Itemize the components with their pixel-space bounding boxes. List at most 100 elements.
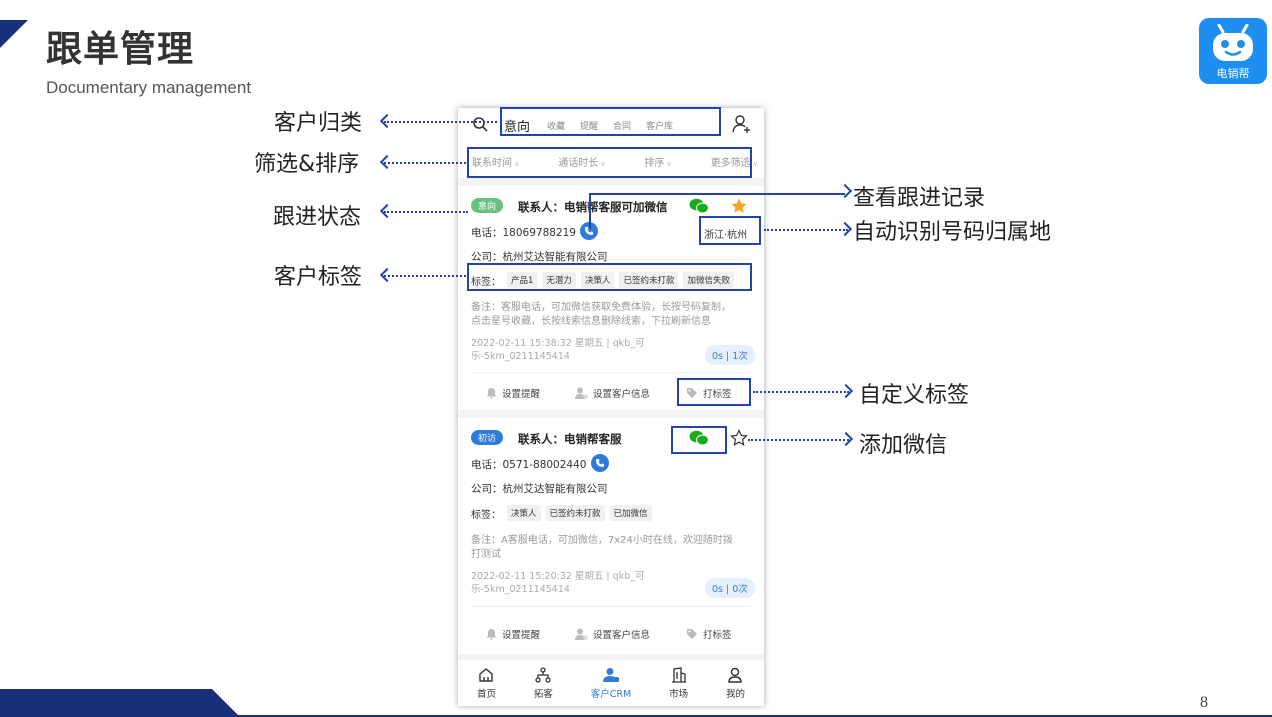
add-tag-button[interactable]: 打标签 — [686, 627, 732, 641]
tag-icon — [687, 388, 697, 398]
note-text: 备注：客服电话，可加微信获取免费体验，长按号码复制， 点击星号收藏，长按线索信息… — [471, 301, 753, 329]
filter-contact-time[interactable]: 联系时间 — [472, 154, 519, 169]
brand-logo: 电销帮 — [1199, 18, 1267, 84]
note-line: 点击星号收藏，长按线索信息删除线索，下拉刷新信息 — [471, 316, 711, 327]
nav-crm[interactable]: 客户CRM — [591, 667, 631, 700]
set-reminder-button[interactable]: 设置提醒 — [486, 386, 540, 400]
phone-mockup: 意向 收藏 提醒 合同 客户库 联系时间 通话时长 排序 更多筛选 意向 联系人… — [458, 108, 764, 706]
robot-logo-icon — [1213, 24, 1253, 61]
filter-call-duration[interactable]: 通话时长 — [558, 154, 605, 169]
arrow-add-wechat — [748, 439, 849, 441]
highlight-location — [699, 216, 761, 245]
follow-up-count[interactable]: 0s | 1次 — [705, 345, 755, 365]
tags-row: 标签： 产品1 无潜力 决策人 已签约未打款 加微信失败 — [471, 272, 739, 288]
label-filter-sort: 筛选&排序 — [254, 152, 360, 177]
nav-label: 拓客 — [533, 688, 553, 700]
user-info-icon — [575, 387, 588, 399]
label-follow-status: 跟进状态 — [273, 205, 362, 230]
arrow-follow-status — [384, 211, 468, 213]
add-tag-button[interactable]: 打标签 — [686, 386, 732, 400]
set-reminder-button[interactable]: 设置提醒 — [486, 627, 540, 641]
label-customer-category: 客户归类 — [274, 111, 363, 136]
status-badge: 初访 — [471, 430, 504, 445]
label-add-wechat: 添加微信 — [859, 433, 948, 458]
highlight-wechat — [671, 426, 727, 454]
nav-home[interactable]: 首页 — [477, 667, 496, 700]
highlight-filters — [467, 147, 752, 178]
nav-label: 我的 — [725, 688, 745, 700]
arrow-custom-tags — [753, 391, 849, 393]
wechat-icon[interactable] — [689, 430, 709, 446]
nav-prospecting[interactable]: 拓客 — [533, 666, 553, 700]
tag: 决策人 — [580, 272, 615, 288]
arrow-location — [764, 229, 848, 231]
bell-icon — [486, 388, 497, 399]
tags-label: 标签： — [471, 276, 501, 288]
footer-line — [0, 715, 1272, 717]
tab-favorites[interactable]: 收藏 — [547, 121, 566, 132]
status-badge: 意向 — [471, 198, 504, 213]
set-customer-info-button[interactable]: 设置客户信息 — [575, 386, 650, 400]
call-icon[interactable] — [580, 222, 598, 240]
contact-name: 联系人：电销帮客服可加微信 — [518, 200, 668, 214]
add-user-icon[interactable] — [732, 114, 752, 134]
label-custom-tags: 自定义标签 — [859, 383, 970, 408]
customer-card[interactable]: 意向 联系人：电销帮客服可加微信 电话：18069788219 浙江·杭州 公司… — [458, 186, 764, 410]
company-name: 公司：杭州艾达智能有限公司 — [471, 251, 608, 263]
tag: 加微信失败 — [683, 272, 734, 288]
phone-header: 意向 收藏 提醒 合同 客户库 联系时间 通话时长 排序 更多筛选 — [458, 108, 764, 178]
tab-contracts[interactable]: 合同 — [613, 121, 632, 132]
filter-more[interactable]: 更多筛选 — [711, 154, 758, 169]
call-meta: 2022-02-11 15:20:32 星期五 | qkb_可 乐-5km_02… — [471, 570, 671, 596]
wechat-icon[interactable] — [689, 198, 709, 214]
meta-line: 2022-02-11 15:20:32 星期五 | qkb_可 — [471, 571, 645, 582]
nav-market[interactable]: 市场 — [669, 666, 688, 700]
logo-text: 电销帮 — [1216, 67, 1250, 80]
nav-me[interactable]: 我的 — [726, 667, 745, 700]
search-icon[interactable] — [472, 116, 488, 132]
phone-number[interactable]: 电话：0571-88002440 — [471, 459, 587, 471]
bottom-nav: 首页 拓客 客户CRM 市场 我的 — [458, 660, 764, 706]
arrow-follow-records — [836, 193, 848, 195]
filter-sort[interactable]: 排序 — [644, 154, 671, 169]
phone-location: 浙江·杭州 — [704, 230, 748, 241]
building-icon — [671, 666, 686, 683]
tag: 决策人 — [507, 505, 541, 521]
highlight-add-tag — [677, 378, 751, 406]
divider — [471, 372, 751, 373]
star-filled-icon[interactable] — [730, 197, 748, 215]
set-customer-info-button[interactable]: 设置客户信息 — [575, 627, 650, 641]
corner-decoration — [0, 20, 28, 48]
follow-up-count[interactable]: 0s | 0次 — [705, 578, 755, 598]
arrow-customer-category — [384, 121, 497, 123]
filter-bar: 联系时间 通话时长 排序 更多筛选 — [472, 154, 758, 169]
customer-card[interactable]: 初访 联系人：电销帮客服 电话：0571-88002440 公司：杭州艾达智能有… — [458, 418, 764, 654]
tag-icon — [687, 629, 697, 639]
highlight-tabs — [500, 107, 721, 136]
network-icon — [535, 666, 551, 683]
phone-number[interactable]: 电话：18069788219 — [471, 227, 576, 239]
highlight-tags — [467, 263, 752, 291]
star-outline-icon[interactable] — [730, 429, 748, 447]
tab-customer-pool[interactable]: 客户库 — [646, 121, 674, 132]
action-label: 设置提醒 — [502, 389, 541, 400]
tab-reminders[interactable]: 提醒 — [580, 121, 599, 132]
tag: 无潜力 — [542, 272, 576, 288]
bell-icon — [486, 629, 497, 640]
user-info-icon — [575, 628, 588, 640]
tag: 已签约未打款 — [545, 505, 605, 521]
call-meta: 2022-02-11 15:38:32 星期五 | qkb_可 乐-5km_02… — [471, 337, 671, 363]
tag: 已加微信 — [609, 505, 652, 521]
label-follow-records: 查看跟进记录 — [853, 186, 986, 211]
call-icon[interactable] — [591, 454, 609, 472]
crm-icon — [602, 667, 619, 682]
note-line: 备注：A客服电话，可加微信，7x24小时在线，欢迎随时拨 — [471, 535, 733, 546]
tag: 已签约未打款 — [619, 272, 679, 288]
company-name: 公司：杭州艾达智能有限公司 — [471, 483, 608, 495]
nav-label: 客户CRM — [590, 688, 632, 700]
note-line: 打测试 — [471, 549, 501, 560]
page-subtitle: Documentary management — [46, 78, 252, 97]
page-title: 跟单管理 — [46, 29, 195, 70]
label-auto-location: 自动识别号码归属地 — [853, 220, 1052, 245]
tab-intent[interactable]: 意向 — [504, 119, 531, 135]
